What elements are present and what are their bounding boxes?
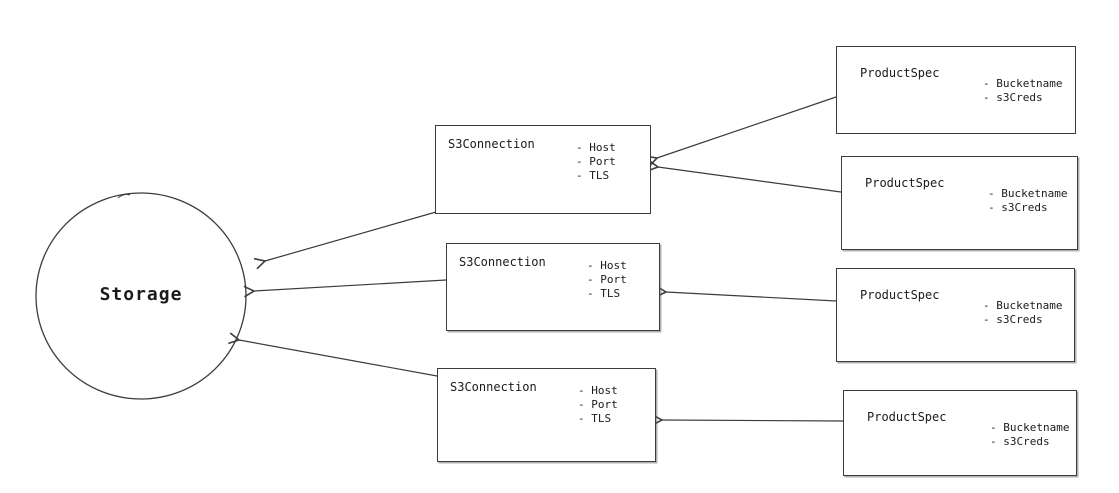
attribute-bucketname: - Bucketname: [990, 421, 1070, 434]
s3connection-title: S3Connection: [450, 380, 537, 394]
storage-circle-sketch-mark: [117, 193, 131, 199]
arrow-s3connection3-to-storage: [228, 332, 438, 377]
attribute-bucketname: - Bucketname: [983, 77, 1063, 90]
attribute-tls: - TLS: [578, 412, 612, 425]
attribute-bucketname: - Bucketname: [988, 187, 1068, 200]
productspec-attributes: - Bucketname - s3Creds: [983, 77, 1062, 105]
productspec-attributes: - Bucketname - s3Creds: [990, 421, 1069, 449]
attribute-s3creds: - s3Creds: [988, 201, 1048, 214]
productspec-node-3[interactable]: ProductSpec - Bucketname - s3Creds: [836, 268, 1075, 362]
s3connection-attributes: - Host - Port - TLS: [576, 141, 616, 183]
s3connection-node-1[interactable]: S3Connection - Host - Port - TLS: [435, 125, 651, 214]
arrow-productspec4-to-s3connection3: [651, 413, 844, 426]
attribute-s3creds: - s3Creds: [983, 313, 1043, 326]
s3connection-attributes: - Host - Port - TLS: [578, 384, 618, 426]
attribute-host: - Host: [576, 141, 616, 154]
s3connection-node-3[interactable]: S3Connection - Host - Port - TLS: [437, 368, 656, 462]
productspec-title: ProductSpec: [867, 410, 947, 424]
arrow-productspec2-to-s3connection1: [647, 159, 842, 193]
productspec-attributes: - Bucketname - s3Creds: [988, 187, 1067, 215]
attribute-tls: - TLS: [587, 287, 621, 300]
arrow-productspec1-to-s3connection1: [645, 96, 837, 167]
s3connection-node-2[interactable]: S3Connection - Host - Port - TLS: [446, 243, 660, 331]
attribute-port: - Port: [578, 398, 618, 411]
arrow-s3connection1-to-storage: [253, 211, 437, 270]
attribute-tls: - TLS: [576, 169, 610, 182]
productspec-node-1[interactable]: ProductSpec - Bucketname - s3Creds: [836, 46, 1076, 134]
productspec-title: ProductSpec: [865, 176, 945, 190]
attribute-s3creds: - s3Creds: [983, 91, 1043, 104]
attribute-port: - Port: [576, 155, 616, 168]
attribute-s3creds: - s3Creds: [990, 435, 1050, 448]
s3connection-title: S3Connection: [459, 255, 546, 269]
productspec-node-2[interactable]: ProductSpec - Bucketname - s3Creds: [841, 156, 1078, 250]
arrow-s3connection2-to-storage: [243, 279, 447, 298]
productspec-title: ProductSpec: [860, 288, 940, 302]
s3connection-attributes: - Host - Port - TLS: [587, 259, 627, 301]
attribute-port: - Port: [587, 273, 627, 286]
attribute-host: - Host: [587, 259, 627, 272]
storage-label: Storage: [99, 284, 183, 305]
attribute-host: - Host: [578, 384, 618, 397]
arrow-productspec3-to-s3connection2: [655, 285, 837, 302]
s3connection-title: S3Connection: [448, 137, 535, 151]
productspec-title: ProductSpec: [860, 66, 940, 80]
productspec-node-4[interactable]: ProductSpec - Bucketname - s3Creds: [843, 390, 1077, 476]
productspec-attributes: - Bucketname - s3Creds: [983, 299, 1062, 327]
attribute-bucketname: - Bucketname: [983, 299, 1063, 312]
